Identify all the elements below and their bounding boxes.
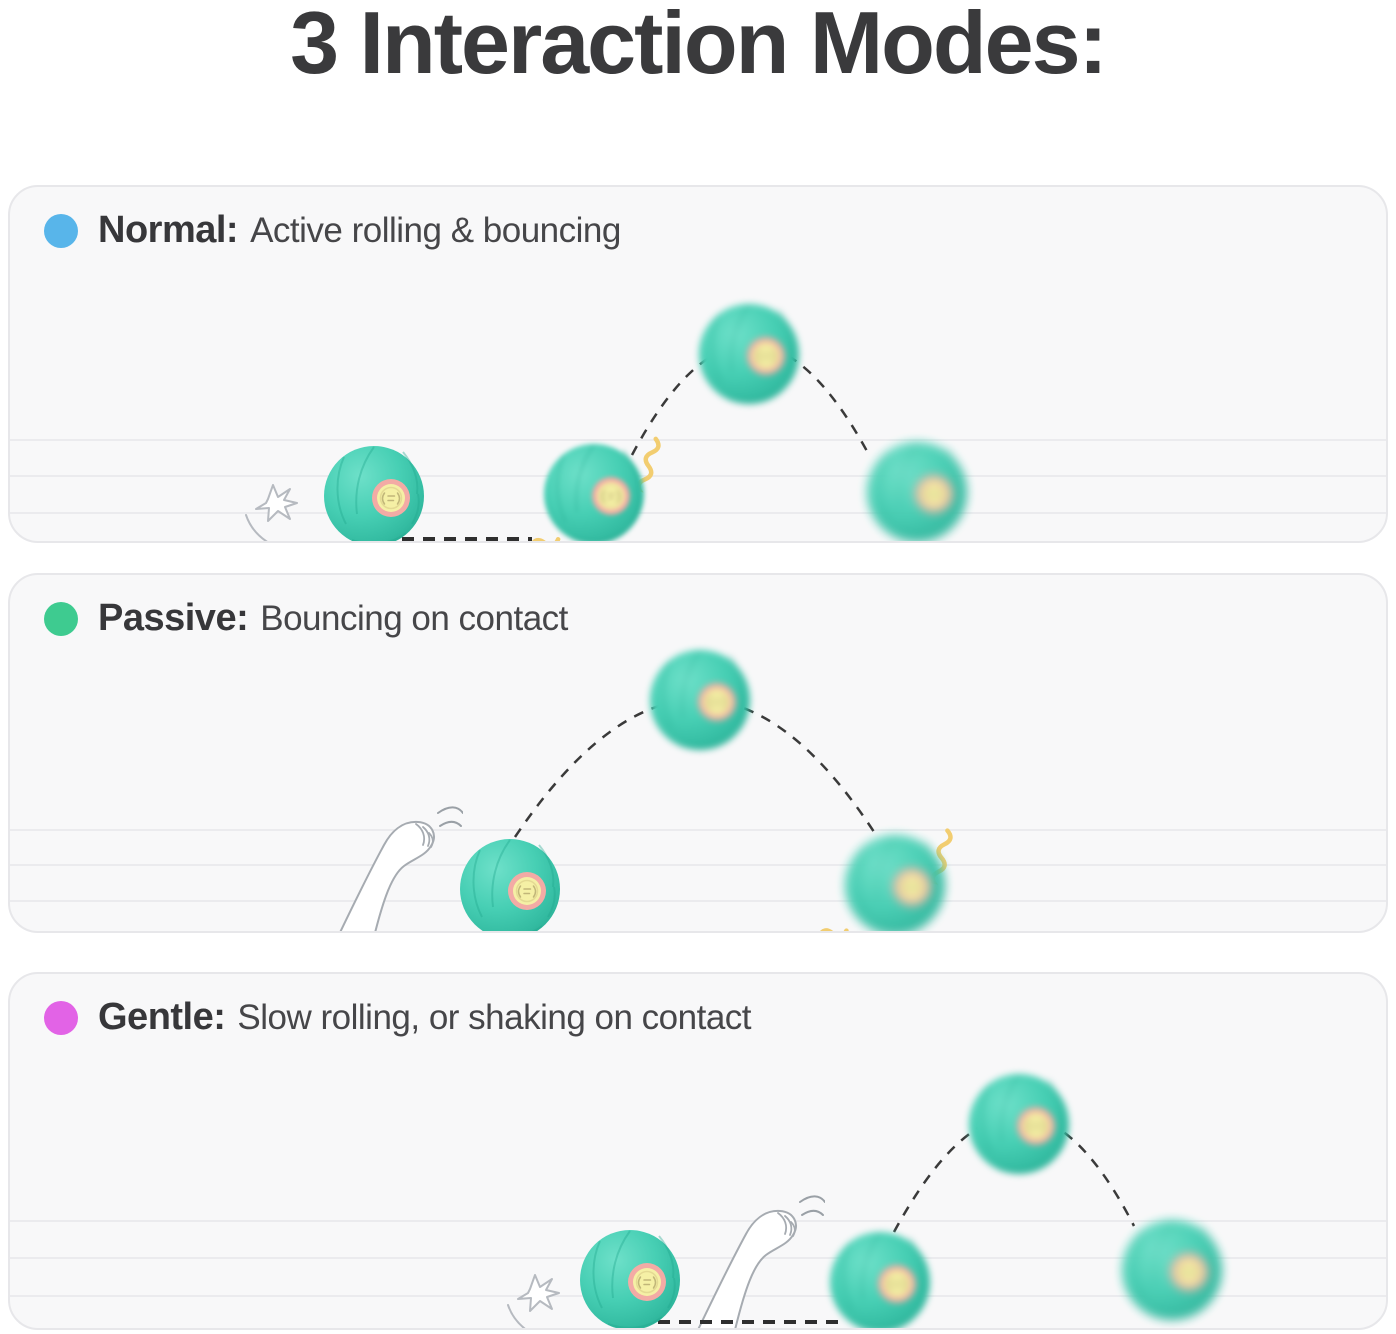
- floor-line: [10, 900, 1386, 902]
- gentle-mode-label: Gentle:: [98, 996, 226, 1038]
- smart-ball-sharp: [459, 838, 561, 931]
- smart-ball-landing: [844, 834, 946, 931]
- smart-ball-landing: [866, 441, 968, 541]
- floor-line: [10, 512, 1386, 514]
- panel-normal-header: Normal: Active rolling & bouncing: [44, 209, 621, 252]
- smart-ball-airborne: [649, 649, 751, 751]
- floor-line: [10, 475, 1386, 477]
- floor-line: [10, 864, 1386, 866]
- floor-line: [10, 439, 1386, 441]
- floor-line: [10, 1295, 1386, 1297]
- smart-ball-sharp: [323, 445, 425, 541]
- smart-ball-landing: [1121, 1219, 1223, 1321]
- floor-line: [10, 1257, 1386, 1259]
- smart-ball-sharp: [579, 1229, 681, 1328]
- gentle-mode-description: Slow rolling, or shaking on contact: [237, 997, 752, 1037]
- motion-swoosh-doodle: [245, 484, 305, 541]
- smart-ball-airborne: [968, 1073, 1070, 1175]
- floor-line: [10, 829, 1386, 831]
- page-title: 3 Interaction Modes:: [290, 0, 1108, 92]
- panel-normal-mode: Normal: Active rolling & bouncing: [8, 185, 1388, 543]
- passive-mode-dot: [44, 601, 78, 636]
- smart-ball-airborne: [698, 303, 800, 405]
- normal-mode-description: Active rolling & bouncing: [250, 210, 621, 250]
- normal-mode-dot: [44, 213, 78, 248]
- panel-passive-header: Passive: Bouncing on contact: [44, 597, 568, 640]
- rolling-path-dashed-line: [402, 537, 532, 541]
- passive-mode-description: Bouncing on contact: [260, 598, 568, 638]
- normal-mode-label: Normal:: [98, 209, 239, 251]
- panel-passive-mode: Passive: Bouncing on contact: [8, 573, 1388, 933]
- smart-ball-motion: [829, 1231, 931, 1328]
- gentle-mode-dot: [44, 1000, 78, 1035]
- floor-line: [10, 1220, 1386, 1222]
- panel-gentle-header: Gentle: Slow rolling, or shaking on cont…: [44, 996, 752, 1039]
- rolling-path-dashed-line: [658, 1320, 838, 1324]
- passive-mode-label: Passive:: [98, 597, 249, 639]
- smart-ball-motion: [543, 443, 645, 541]
- cat-paw-icon: [695, 1195, 825, 1328]
- cat-paw-icon: [333, 806, 463, 931]
- panel-gentle-mode: Gentle: Slow rolling, or shaking on cont…: [8, 972, 1388, 1330]
